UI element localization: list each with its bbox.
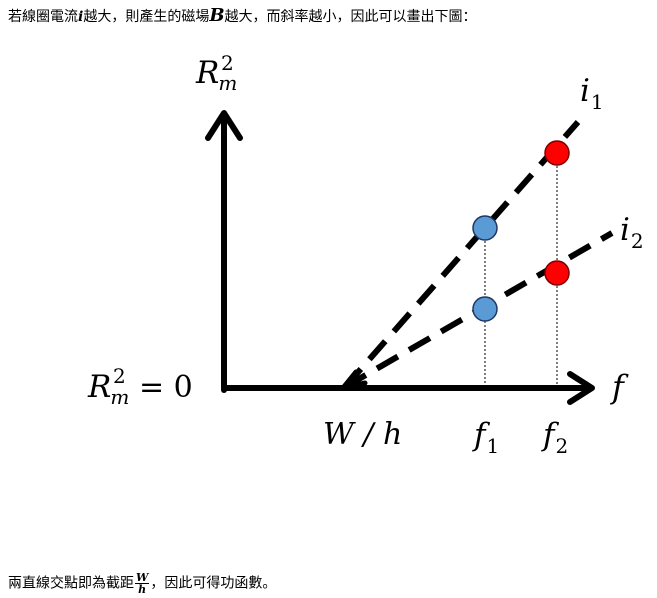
current-variable-i: i (78, 9, 84, 25)
point-f2-i1 (544, 140, 570, 166)
origin-label-equals-zero: = 0 (139, 370, 193, 405)
y-axis-label: Rm (195, 55, 237, 95)
line-i1-label: i1 (580, 73, 604, 114)
field-variable-b: B (209, 5, 225, 26)
line-i2-label: i2 (620, 212, 644, 253)
line-i1 (342, 120, 581, 389)
intercept-arrowhead (340, 369, 368, 391)
point-f1-i1 (472, 215, 498, 241)
intro-sentence: 若線圈電流i越大，則產生的磁場B越大，而斜率越小，因此可以畫出下圖： (8, 7, 477, 26)
y-axis-arrowhead (205, 110, 243, 141)
point-f2-i2 (544, 260, 570, 286)
fraction-denominator: h (138, 583, 147, 596)
fraction-numerator: W (135, 571, 150, 584)
x-axis-label: f (610, 368, 629, 406)
intro-text-1: 若線圈電流 (8, 9, 78, 25)
intro-text-2: 越大，則產生的磁場 (83, 9, 210, 25)
intro-text-3: 越大，而斜率越小，因此可以畫出下圖： (224, 9, 477, 25)
conclusion-text-2: ，因此可得功函數。 (150, 575, 277, 592)
origin-label-sup: 2 (113, 364, 126, 388)
origin-label: Rm (87, 369, 129, 409)
f2-label: f2 (541, 417, 568, 458)
f1-label: f1 (472, 417, 499, 458)
y-axis-label-sup: 2 (221, 51, 234, 75)
x-axis-arrowhead (567, 371, 595, 405)
point-f1-i2 (472, 296, 498, 322)
intercept-label: W / h (323, 417, 402, 452)
conclusion-text-1: 兩直線交點即為截距 (8, 575, 134, 592)
